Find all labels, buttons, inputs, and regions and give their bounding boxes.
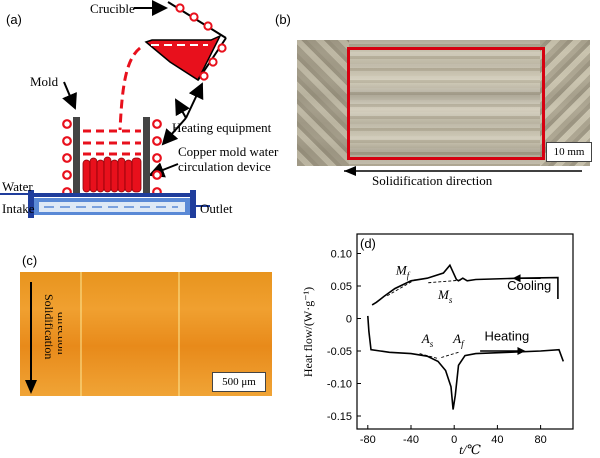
y-axis-label: Heat flow/(W·g⁻¹) [301,287,315,377]
x-tick-label: 0 [451,434,457,446]
water-label: Water [2,179,33,194]
direction-label-b: Solidification direction [372,173,493,188]
x-tick-label: -40 [403,434,419,446]
y-tick-label: 0 [346,314,352,326]
tangent-line [441,351,459,358]
x-tick-label: 40 [491,434,503,446]
as-label: As [421,331,434,349]
series-line-heating [367,315,565,410]
y-tick-label: 0.05 [331,281,352,293]
cooling-arrowhead [512,274,521,283]
series-line-cooling [371,263,559,306]
mf-label: Mf [395,262,411,280]
solidification-arrow-c: Solidification direction [25,282,62,394]
panel-label-b: (b) [275,12,291,27]
af-label: Af [452,331,465,349]
crucible-label: Crucible [90,1,135,16]
direction-label-c-1: Solidification [42,294,56,359]
panel-label-c: (c) [22,253,38,268]
cooling-label: Cooling [507,278,551,293]
intake-label: Intake [2,201,35,216]
x-tick-label: 80 [534,434,546,446]
heating-label: Heating [484,329,529,344]
y-tick-label: 0.10 [331,249,352,261]
tangent-line [387,279,416,297]
microstructure-photo [20,272,272,396]
heating-arrowhead [517,347,526,355]
crucible [138,1,227,82]
casting-schematic: Crucible Mold Heating equipment Copper m… [0,0,279,218]
y-tick-label: -0.15 [327,411,352,423]
solidification-arrow-b: Solidification direction [344,166,582,188]
direction-label-c-2: direction [55,312,62,355]
tangent-line [428,279,461,284]
panel-label-d: (d) [360,236,376,251]
scale-bar-c: 500 μm [212,372,266,392]
pour-stream [118,46,142,131]
copper-mold-label-1: Copper mold water [178,144,279,159]
ms-label: Ms [437,287,453,305]
x-axis-label: t/℃ [459,442,481,457]
outlet-label: Outlet [200,201,233,216]
dsc-chart: 0.10 0.05 0 -0.05 -0.10 -0.15 -80 -40 0 40 80 MfM… [301,233,574,457]
heating-equipment-label: Heating equipment [172,120,272,135]
plot-frame [356,233,574,430]
x-tick-label: -80 [360,434,376,446]
tangent-line [419,353,440,360]
y-tick-label: -0.10 [327,379,352,391]
y-tick-label: -0.05 [327,346,352,358]
scale-bar-b: 10 mm [546,142,592,162]
solidified-crystals [82,156,142,193]
panel-label-a: (a) [6,12,22,27]
macrostructure-photo [297,40,590,166]
highlight-rectangle [347,47,545,160]
mold-label: Mold [30,74,59,89]
copper-mold-label-2: circulation device [178,159,271,174]
